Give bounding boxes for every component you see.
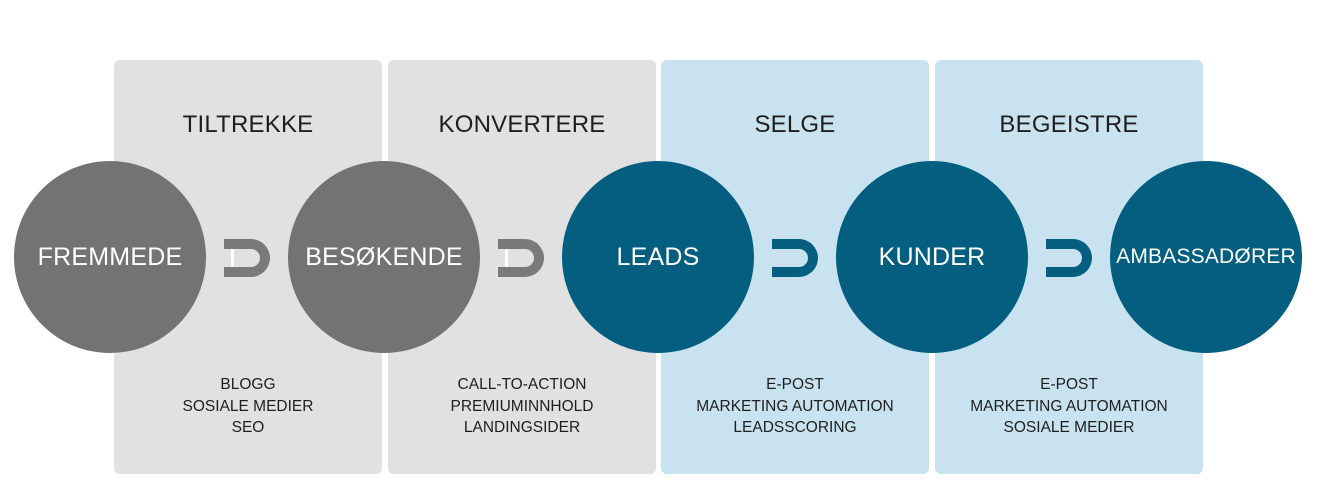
audience-circle-leads: LEADS	[562, 161, 754, 353]
stage-title: BEGEISTRE	[999, 111, 1139, 138]
magnet-icon	[498, 239, 544, 277]
stage-tactics-list: CALL-TO-ACTION PREMIUMINNHOLD LANDINGSID…	[388, 374, 656, 439]
stage-tactics-list: E-POST MARKETING AUTOMATION LEADSSCORING	[661, 374, 929, 439]
tactic-item: SOSIALE MEDIER	[1003, 419, 1135, 436]
tactic-item: SOSIALE MEDIER	[182, 397, 314, 415]
tactic-item: BLOGG	[220, 376, 276, 393]
stage-tactics-list: E-POST MARKETING AUTOMATION SOSIALE MEDI…	[935, 374, 1203, 439]
tactic-item: MARKETING AUTOMATION	[696, 397, 894, 415]
tactic-item: E-POST	[1040, 376, 1098, 393]
stage-title: SELGE	[754, 111, 836, 138]
stage-tactics-list: BLOGG SOSIALE MEDIER SEO	[114, 374, 382, 439]
audience-circle-besokende: BESØKENDE	[288, 161, 480, 353]
stage-title: KONVERTERE	[438, 111, 606, 138]
tactic-item: SEO	[231, 419, 265, 436]
magnet-icon	[1046, 239, 1092, 277]
audience-circle-ambassadorer: AMBASSADØRER	[1110, 161, 1302, 353]
audience-circle-kunder: KUNDER	[836, 161, 1028, 353]
tactic-item: CALL-TO-ACTION	[457, 376, 587, 393]
stage-title: TILTREKKE	[182, 111, 314, 138]
tactic-item: E-POST	[766, 376, 824, 393]
tactic-item: MARKETING AUTOMATION	[970, 397, 1168, 415]
magnet-icon	[772, 239, 818, 277]
audience-circle-fremmede: FREMMEDE	[14, 161, 206, 353]
tactic-item: LANDINGSIDER	[463, 419, 581, 436]
magnet-icon	[224, 239, 270, 277]
tactic-item: LEADSSCORING	[733, 419, 857, 436]
tactic-item: PREMIUMINNHOLD	[450, 397, 594, 415]
